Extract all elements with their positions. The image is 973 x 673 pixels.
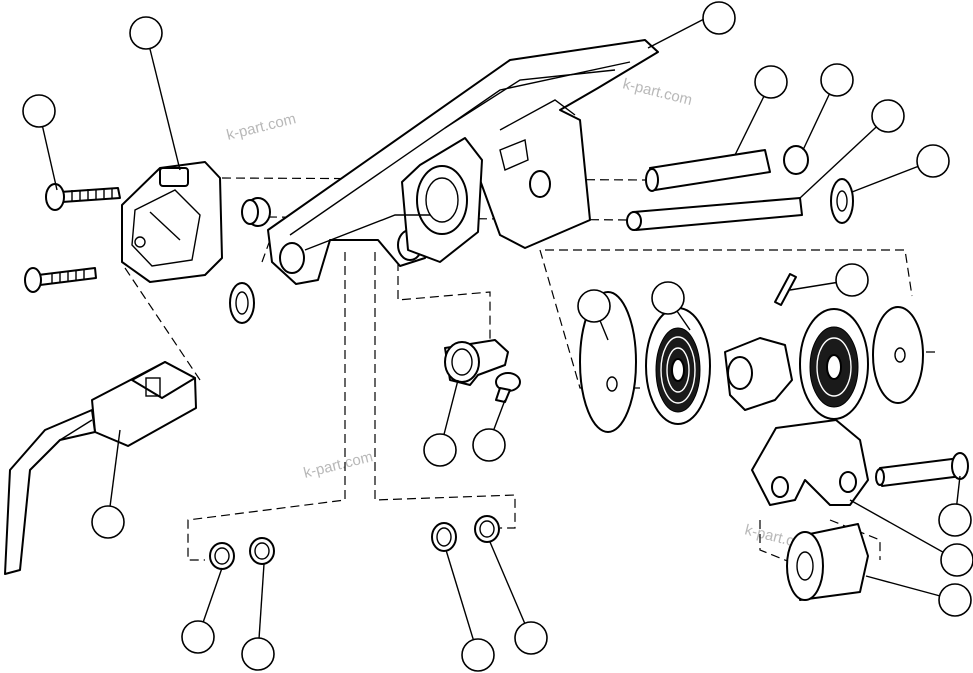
callout-balloon[interactable] — [754, 65, 788, 99]
callout-balloon[interactable] — [91, 505, 125, 539]
callout-balloon[interactable] — [938, 583, 972, 617]
callout-balloon[interactable] — [820, 63, 854, 97]
roller — [786, 523, 869, 601]
callout-balloons — [22, 1, 973, 672]
callout-balloon[interactable] — [423, 433, 457, 467]
shaft-rod — [626, 197, 803, 231]
callout-balloon[interactable] — [871, 99, 905, 133]
callout-balloon[interactable] — [472, 428, 506, 462]
screw-lower — [24, 267, 97, 293]
washer-left — [579, 291, 637, 433]
callout-balloon[interactable] — [940, 543, 973, 577]
bushing-set-left — [209, 537, 275, 570]
callout-balloon[interactable] — [461, 638, 495, 672]
coil-spring-left — [645, 307, 711, 425]
seal-ring — [229, 282, 255, 324]
screw-upper — [45, 183, 121, 211]
callout-balloon[interactable] — [514, 621, 548, 655]
callout-balloon[interactable] — [577, 289, 611, 323]
spring-hub — [724, 337, 793, 411]
link-pin — [875, 452, 969, 487]
clip-screw — [495, 372, 521, 403]
callout-balloon[interactable] — [938, 503, 972, 537]
callout-balloon[interactable] — [241, 637, 275, 671]
link-bracket — [751, 419, 869, 506]
callout-balloon[interactable] — [129, 16, 163, 50]
watermark: k-part.com — [302, 448, 375, 482]
callout-balloon[interactable] — [651, 281, 685, 315]
watermark: k-part.com — [621, 75, 694, 109]
pivot-pin — [645, 145, 809, 192]
pedal-bracket — [267, 39, 659, 285]
callout-balloon[interactable] — [22, 94, 56, 128]
clip-bracket — [444, 339, 509, 386]
callout-balloon[interactable] — [181, 620, 215, 654]
roll-pin — [774, 273, 797, 306]
bushing-upper — [241, 197, 271, 227]
washer-right — [872, 306, 924, 404]
bushing-set-right — [431, 515, 500, 552]
harness-connector — [4, 361, 197, 575]
watermark: k-part.com — [225, 110, 298, 144]
shaft-nut — [830, 178, 854, 224]
sensor-housing — [121, 161, 223, 283]
callout-balloon[interactable] — [916, 144, 950, 178]
coil-spring-right — [799, 308, 869, 420]
callout-balloon[interactable] — [702, 1, 736, 35]
callout-balloon[interactable] — [835, 263, 869, 297]
